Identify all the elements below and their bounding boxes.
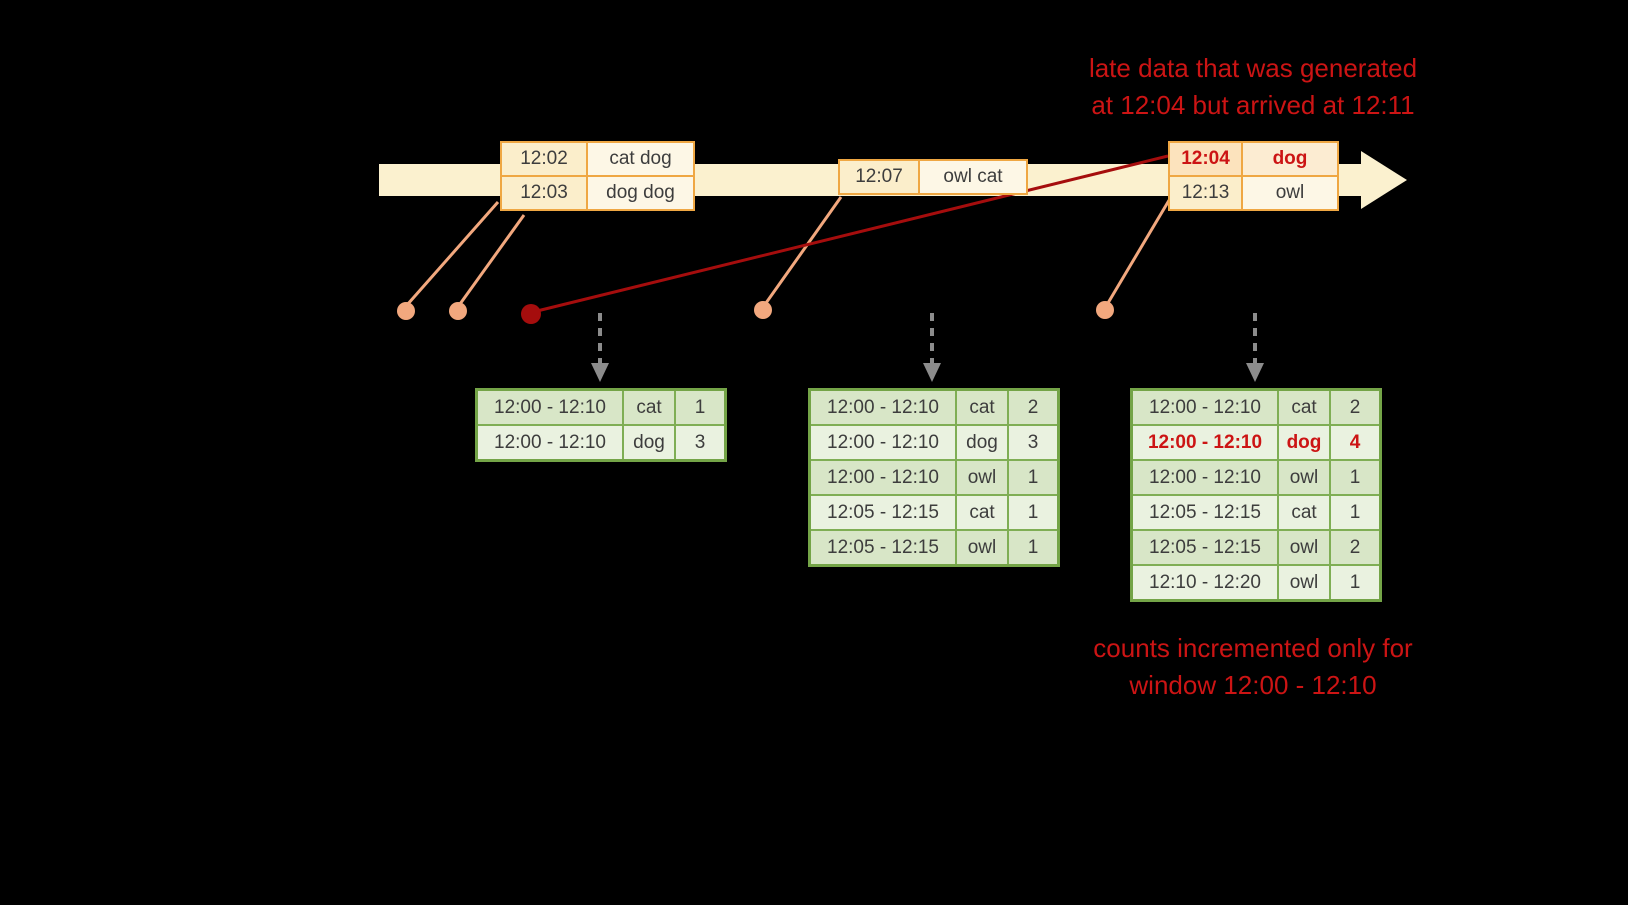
result-count-cell: 1 xyxy=(1329,459,1382,496)
event-row: 12:07 owl cat xyxy=(838,159,1028,195)
event-connector-line xyxy=(405,201,500,306)
result-word-cell: owl xyxy=(955,529,1009,567)
result-row: 12:05 - 12:15 owl 1 xyxy=(808,529,1060,567)
event-words-cell: dog xyxy=(1241,141,1339,177)
result-word-cell: dog xyxy=(955,424,1009,461)
event-words-cell: cat dog xyxy=(586,141,695,177)
result-row: 12:05 - 12:15 owl 2 xyxy=(1130,529,1382,566)
result-row: 12:00 - 12:10 cat 1 xyxy=(475,388,727,426)
event-words-cell: dog dog xyxy=(586,175,695,211)
late-data-annotation-line2: at 12:04 but arrived at 12:11 xyxy=(1091,90,1415,120)
result-row: 12:00 - 12:10 dog 3 xyxy=(808,424,1060,461)
result-row: 12:00 - 12:10 owl 1 xyxy=(808,459,1060,496)
result-word-cell: cat xyxy=(955,494,1009,531)
result-word-cell: cat xyxy=(955,388,1009,426)
event-time-cell: 12:03 xyxy=(500,175,588,211)
result-window-cell: 12:00 - 12:10 xyxy=(808,424,957,461)
counts-annotation-line1: counts incremented only for xyxy=(1093,633,1413,663)
event-row: 12:13 owl xyxy=(1168,175,1339,211)
result-row: 12:05 - 12:15 cat 1 xyxy=(808,494,1060,531)
result-table-2: 12:00 - 12:10 cat 2 12:00 - 12:10 dog 3 … xyxy=(808,388,1060,567)
event-box-1: 12:02 cat dog 12:03 dog dog xyxy=(500,141,695,211)
counts-annotation-line2: window 12:00 - 12:10 xyxy=(1129,670,1377,700)
result-window-cell: 12:00 - 12:10 xyxy=(1130,459,1279,496)
result-window-cell: 12:10 - 12:20 xyxy=(1130,564,1279,602)
result-count-cell: 3 xyxy=(1007,424,1060,461)
result-table-3: 12:00 - 12:10 cat 2 12:00 - 12:10 dog 4 … xyxy=(1130,388,1382,602)
result-table-1: 12:00 - 12:10 cat 1 12:00 - 12:10 dog 3 xyxy=(475,388,727,462)
result-window-cell: 12:00 - 12:10 xyxy=(1130,424,1279,461)
counts-incremented-annotation: counts incremented only for window 12:00… xyxy=(1040,630,1466,704)
event-time-cell: 12:04 xyxy=(1168,141,1243,177)
late-updated-result-row: 12:00 - 12:10 dog 4 xyxy=(1130,424,1382,461)
result-word-cell: dog xyxy=(1277,424,1331,461)
result-count-cell: 2 xyxy=(1329,529,1382,566)
result-window-cell: 12:05 - 12:15 xyxy=(808,529,957,567)
result-count-cell: 1 xyxy=(1007,459,1060,496)
result-window-cell: 12:00 - 12:10 xyxy=(475,388,624,426)
trigger-arrowhead xyxy=(591,363,609,382)
result-word-cell: dog xyxy=(622,424,676,462)
event-box-3: 12:04 dog 12:13 owl xyxy=(1168,141,1339,211)
result-word-cell: owl xyxy=(955,459,1009,496)
result-window-cell: 12:05 - 12:15 xyxy=(1130,494,1279,531)
result-row: 12:00 - 12:10 cat 2 xyxy=(1130,388,1382,426)
result-row: 12:05 - 12:15 cat 1 xyxy=(1130,494,1382,531)
event-dot xyxy=(1096,301,1114,319)
result-window-cell: 12:05 - 12:15 xyxy=(808,494,957,531)
event-row: 12:03 dog dog xyxy=(500,175,695,211)
result-word-cell: owl xyxy=(1277,529,1331,566)
event-box-2: 12:07 owl cat xyxy=(838,159,1028,195)
timeline-arrowhead xyxy=(1361,151,1407,209)
result-count-cell: 4 xyxy=(1329,424,1382,461)
result-window-cell: 12:00 - 12:10 xyxy=(808,388,957,426)
result-count-cell: 1 xyxy=(1007,494,1060,531)
result-count-cell: 1 xyxy=(1329,494,1382,531)
result-word-cell: cat xyxy=(1277,494,1331,531)
late-data-annotation: late data that was generated at 12:04 bu… xyxy=(1040,50,1466,124)
result-row: 12:00 - 12:10 owl 1 xyxy=(1130,459,1382,496)
result-word-cell: owl xyxy=(1277,459,1331,496)
event-connector-line xyxy=(1106,196,1173,304)
result-count-cell: 2 xyxy=(1329,388,1382,426)
result-window-cell: 12:00 - 12:10 xyxy=(475,424,624,462)
event-connector-line xyxy=(458,214,526,305)
event-time-cell: 12:02 xyxy=(500,141,588,177)
result-word-cell: cat xyxy=(622,388,676,426)
event-row: 12:02 cat dog xyxy=(500,141,695,177)
result-row: 12:00 - 12:10 dog 3 xyxy=(475,424,727,462)
event-words-cell: owl xyxy=(1241,175,1339,211)
result-word-cell: cat xyxy=(1277,388,1331,426)
result-count-cell: 2 xyxy=(1007,388,1060,426)
event-dot xyxy=(397,302,415,320)
result-count-cell: 1 xyxy=(674,388,727,426)
event-words-cell: owl cat xyxy=(918,159,1028,195)
result-window-cell: 12:00 - 12:10 xyxy=(1130,388,1279,426)
result-count-cell: 1 xyxy=(1329,564,1382,602)
late-event-row: 12:04 dog xyxy=(1168,141,1339,177)
event-time-cell: 12:13 xyxy=(1168,175,1243,211)
trigger-arrowhead xyxy=(923,363,941,382)
late-data-line xyxy=(532,154,1169,314)
late-data-annotation-line1: late data that was generated xyxy=(1088,53,1418,83)
result-count-cell: 1 xyxy=(1007,529,1060,567)
event-dot xyxy=(754,301,772,319)
result-row: 12:00 - 12:10 cat 2 xyxy=(808,388,1060,426)
event-connector-line xyxy=(764,196,843,304)
result-word-cell: owl xyxy=(1277,564,1331,602)
event-dot xyxy=(449,302,467,320)
result-row: 12:10 - 12:20 owl 1 xyxy=(1130,564,1382,602)
result-count-cell: 3 xyxy=(674,424,727,462)
event-time-cell: 12:07 xyxy=(838,159,920,195)
result-window-cell: 12:00 - 12:10 xyxy=(808,459,957,496)
trigger-arrowhead xyxy=(1246,363,1264,382)
result-window-cell: 12:05 - 12:15 xyxy=(1130,529,1279,566)
late-event-dot xyxy=(521,304,541,324)
